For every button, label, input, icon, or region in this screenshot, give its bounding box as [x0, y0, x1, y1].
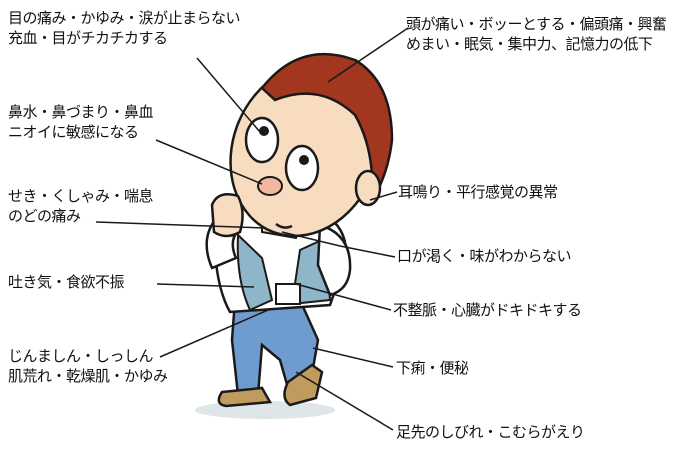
stomach-label: 吐き気・食欲不振 [8, 272, 125, 292]
skin-line2: 肌荒れ・乾燥肌・かゆみ [8, 367, 168, 385]
eyes-line1: 目の痛み・かゆみ・涙が止まらない [8, 9, 241, 27]
nose [257, 176, 283, 196]
mouth-line-2 [339, 245, 396, 258]
left-pupil [259, 126, 269, 136]
nose-label: 鼻水・鼻づまり・鼻血 ニオイに敏感になる [8, 102, 154, 142]
right-shoe [283, 363, 324, 407]
heart-line1: 不整脈・心臓がドキドキする [393, 301, 582, 319]
feet-label: 足先のしびれ・こむらがえり [396, 422, 585, 442]
mouth-label: 口が渇く・味がわからない [397, 246, 572, 266]
head-label: 頭が痛い・ボッーとする・偏頭痛・興奮 めまい・眠気・集中力、記憶力の低下 [406, 14, 667, 54]
right-pupil [299, 155, 309, 165]
left-eye [244, 116, 280, 164]
feet-line1: 足先のしびれ・こむらがえり [396, 423, 585, 441]
right-eye [284, 144, 320, 192]
mouth-line [281, 231, 341, 247]
heart-line [295, 283, 392, 311]
ear-line [369, 191, 398, 201]
throat-line2: のどの痛み [8, 207, 81, 225]
skin-line1: じんましん・しっしん [8, 347, 154, 365]
throat-line [95, 221, 267, 229]
stomach-line [156, 283, 255, 288]
throat-line1: せき・くしゃみ・喘息 [8, 187, 154, 205]
nose-line [155, 139, 263, 185]
head-line1: 頭が痛い・ボッーとする・偏頭痛・興奮 [406, 15, 667, 33]
eyes-line [196, 57, 261, 133]
skin-line [159, 309, 269, 358]
mouth-line1: 口が渇く・味がわからない [397, 247, 572, 265]
nose-line2: ニオイに敏感になる [8, 123, 139, 141]
ear-label: 耳鳴り・平行感覚の異常 [398, 182, 558, 202]
bowel-line1: 下痢・便秘 [396, 359, 469, 377]
hair [260, 52, 394, 205]
eyes-label: 目の痛み・かゆみ・涙が止まらない 充血・目がチカチカする [8, 8, 241, 48]
shirt-pocket [275, 283, 301, 305]
nose-line1: 鼻水・鼻づまり・鼻血 [8, 103, 154, 121]
bowel-line [312, 347, 394, 368]
head-line2: めまい・眠気・集中力、記憶力の低下 [406, 35, 653, 53]
ear [354, 169, 382, 207]
head-line [327, 27, 409, 83]
bowel-label: 下痢・便秘 [396, 358, 469, 378]
mouth [275, 222, 293, 229]
fist [210, 193, 244, 238]
leader-lines [95, 27, 409, 431]
left-shoe [217, 386, 273, 408]
ear-line1: 耳鳴り・平行感覚の異常 [398, 183, 558, 201]
eyes-line2: 充血・目がチカチカする [8, 29, 168, 47]
stomach-line1: 吐き気・食欲不振 [8, 273, 125, 291]
feet-line [295, 371, 394, 431]
pants [230, 298, 320, 397]
throat-label: せき・くしゃみ・喘息 のどの痛み [8, 186, 154, 226]
heart-label: 不整脈・心臓がドキドキする [393, 300, 582, 320]
skin-label: じんましん・しっしん 肌荒れ・乾燥肌・かゆみ [8, 346, 168, 386]
vest [236, 232, 274, 312]
